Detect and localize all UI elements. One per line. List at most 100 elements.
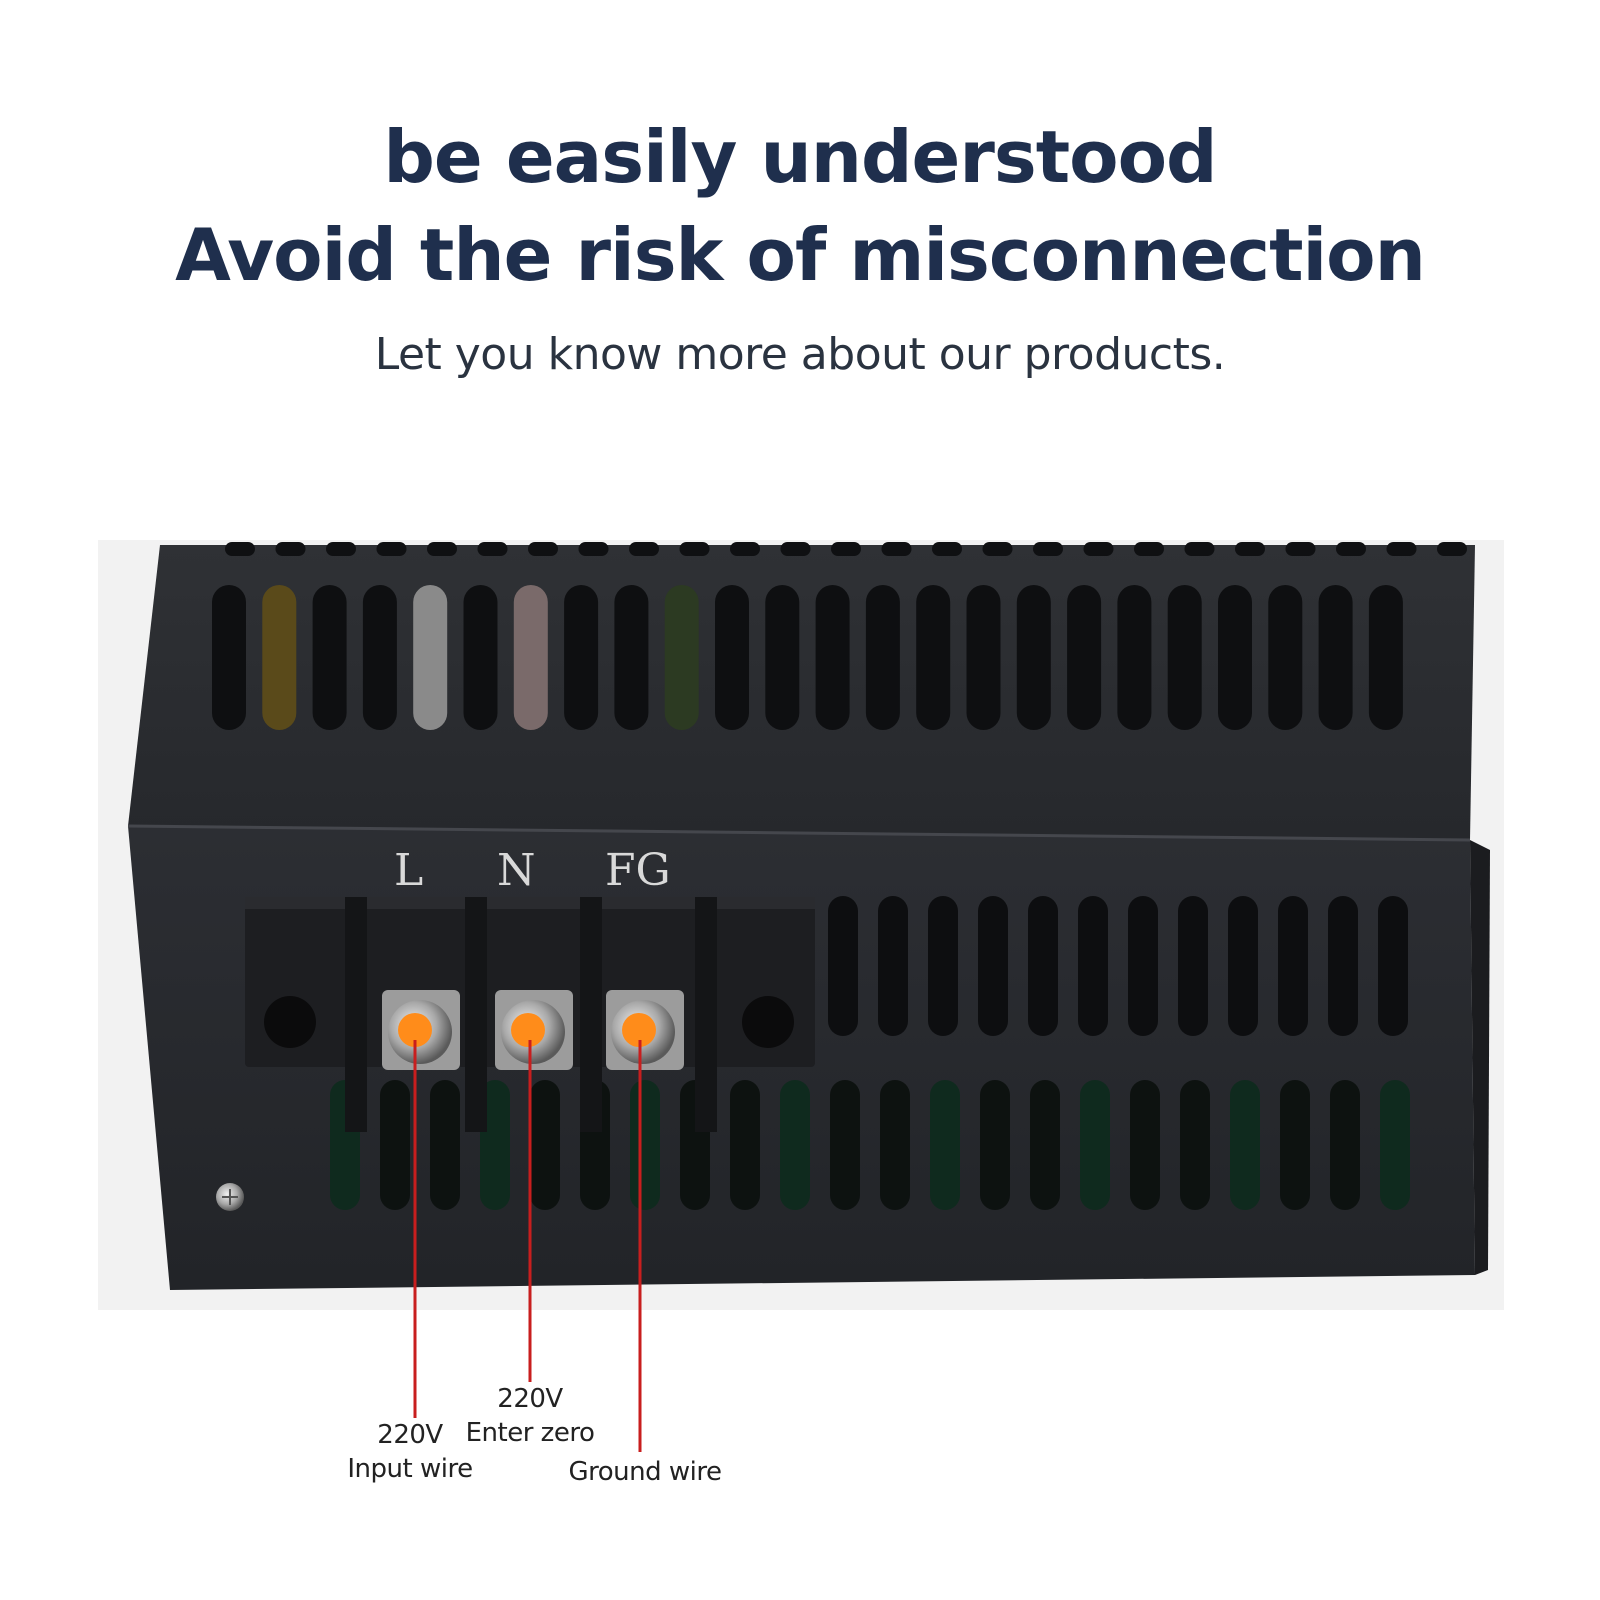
terminal-label-fg: FG bbox=[605, 845, 671, 896]
front-vent-slot bbox=[530, 1080, 560, 1210]
top-vent-hole bbox=[629, 542, 659, 556]
top-vent-hole bbox=[275, 542, 306, 556]
front-vent-slot bbox=[1180, 1080, 1210, 1210]
top-vent-hole bbox=[780, 542, 811, 556]
top-vent-slot bbox=[916, 585, 951, 730]
front-vent-slot bbox=[978, 896, 1008, 1036]
top-vent-hole bbox=[376, 542, 407, 556]
front-vent-slot bbox=[1330, 1080, 1360, 1210]
top-vent-hole bbox=[477, 542, 508, 556]
front-vent-slot bbox=[430, 1080, 460, 1210]
front-vent-slot bbox=[1028, 896, 1058, 1036]
front-vent-slot bbox=[380, 1080, 410, 1210]
top-vent-hole bbox=[881, 542, 912, 556]
top-vent-hole bbox=[1386, 542, 1417, 556]
top-vent-slot bbox=[614, 585, 649, 730]
front-vent-slot bbox=[1178, 896, 1208, 1036]
top-vent-hole bbox=[225, 542, 255, 556]
front-vent-slot bbox=[980, 1080, 1010, 1210]
top-vent-slot bbox=[413, 585, 448, 730]
top-vent-slot bbox=[1268, 585, 1303, 730]
terminal-marker-fg bbox=[622, 1013, 656, 1047]
front-vent-slot bbox=[780, 1080, 810, 1210]
callout-zero-label: Enter zero bbox=[465, 1418, 595, 1448]
top-vent-hole bbox=[578, 542, 609, 556]
case-screw-slot bbox=[222, 1189, 238, 1205]
front-vent-slot bbox=[730, 1080, 760, 1210]
top-vent-slot bbox=[513, 585, 548, 730]
terminal-label-n: N bbox=[497, 845, 536, 896]
top-vent-hole bbox=[1134, 542, 1164, 556]
callout-input-label: Input wire bbox=[347, 1454, 473, 1484]
top-vent-hole bbox=[730, 542, 760, 556]
front-vent-slot bbox=[878, 896, 908, 1036]
front-vent-slot bbox=[1280, 1080, 1310, 1210]
top-vent-slot bbox=[1167, 585, 1202, 730]
top-vent-slot bbox=[1067, 585, 1102, 730]
front-vent-slot bbox=[830, 1080, 860, 1210]
front-vent-slot bbox=[930, 1080, 960, 1210]
top-vent-slot bbox=[1218, 585, 1252, 730]
headline-line-2: Avoid the risk of misconnection bbox=[175, 213, 1426, 297]
top-vent-hole bbox=[932, 542, 962, 556]
top-vent-slot bbox=[765, 585, 800, 730]
callout-enter-zero: 220V Enter zero bbox=[455, 1382, 605, 1450]
top-vent-row bbox=[225, 542, 1467, 556]
headline-line-1: be easily understood bbox=[383, 115, 1217, 199]
front-vent-slots-upper bbox=[828, 896, 1408, 1036]
front-vent-slot bbox=[928, 896, 958, 1036]
top-vent-slot bbox=[865, 585, 900, 730]
callout-ground-wire: Ground wire bbox=[565, 1455, 725, 1489]
top-vent-slot bbox=[362, 585, 397, 730]
front-vent-slots-lower bbox=[330, 1080, 1410, 1210]
front-vent-slot bbox=[1228, 896, 1258, 1036]
top-vent-hole bbox=[528, 542, 558, 556]
top-vent-hole bbox=[1184, 542, 1215, 556]
top-vent-slot bbox=[1016, 585, 1051, 730]
terminal-label-l: L bbox=[394, 845, 424, 896]
top-vent-slot bbox=[1318, 585, 1353, 730]
front-vent-slot bbox=[880, 1080, 910, 1210]
top-vent-slots bbox=[212, 585, 1403, 730]
top-vent-hole bbox=[326, 542, 356, 556]
front-vent-slot bbox=[1128, 896, 1158, 1036]
terminal-marker-n bbox=[511, 1013, 545, 1047]
case-side-edge bbox=[1470, 840, 1490, 1275]
front-vent-slot bbox=[1130, 1080, 1160, 1210]
top-vent-slot bbox=[262, 585, 297, 730]
top-vent-hole bbox=[427, 542, 457, 556]
top-vent-slot bbox=[664, 585, 699, 730]
callout-input-wire: 220V Input wire bbox=[340, 1418, 480, 1486]
front-vent-slot bbox=[1380, 1080, 1410, 1210]
top-vent-hole bbox=[831, 542, 861, 556]
top-vent-hole bbox=[679, 542, 710, 556]
subtitle: Let you know more about our products. bbox=[374, 329, 1226, 380]
top-vent-hole bbox=[982, 542, 1013, 556]
front-vent-slot bbox=[1278, 896, 1308, 1036]
top-vent-hole bbox=[1083, 542, 1114, 556]
callout-zero-voltage: 220V bbox=[497, 1384, 563, 1414]
top-vent-hole bbox=[1336, 542, 1366, 556]
top-vent-hole bbox=[1235, 542, 1265, 556]
top-vent-slot bbox=[1368, 585, 1403, 730]
top-vent-hole bbox=[1437, 542, 1467, 556]
top-vent-slot bbox=[715, 585, 749, 730]
top-vent-slot bbox=[1117, 585, 1152, 730]
front-vent-slot bbox=[828, 896, 858, 1036]
top-vent-hole bbox=[1033, 542, 1063, 556]
top-vent-slot bbox=[966, 585, 1001, 730]
front-vent-slot bbox=[1378, 896, 1408, 1036]
top-vent-slot bbox=[312, 585, 347, 730]
callout-input-voltage: 220V bbox=[377, 1420, 443, 1450]
top-vent-slot bbox=[212, 585, 246, 730]
front-vent-slot bbox=[480, 1080, 510, 1210]
top-vent-slot bbox=[463, 585, 498, 730]
front-vent-slot bbox=[1078, 896, 1108, 1036]
front-vent-slot bbox=[1030, 1080, 1060, 1210]
callout-ground-label: Ground wire bbox=[568, 1457, 722, 1487]
front-vent-slot bbox=[1328, 896, 1358, 1036]
front-vent-slot bbox=[1080, 1080, 1110, 1210]
top-vent-hole bbox=[1285, 542, 1316, 556]
terminal-marker-l bbox=[398, 1013, 432, 1047]
